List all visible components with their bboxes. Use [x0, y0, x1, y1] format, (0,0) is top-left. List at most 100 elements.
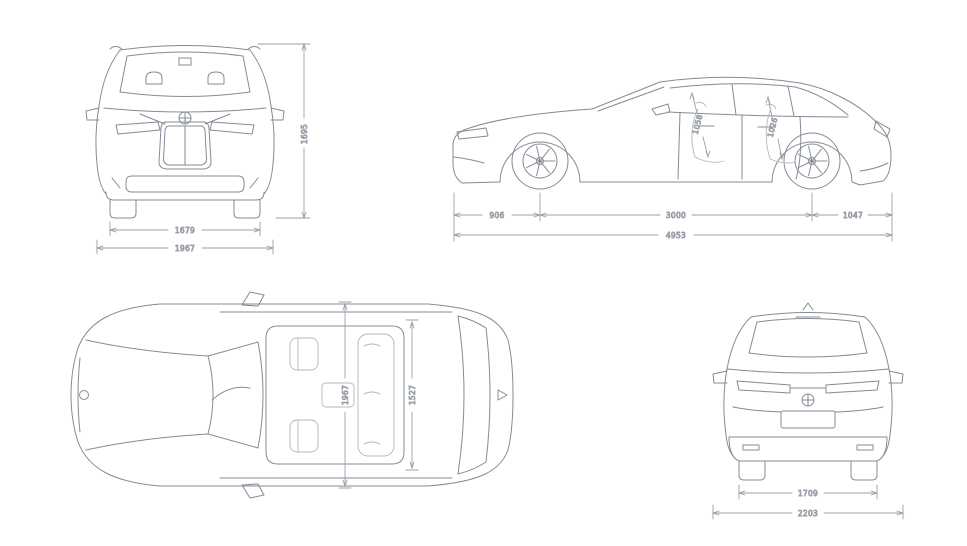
side-view-dimensions: 1058 1026 906 3000 1047 4953	[452, 91, 894, 242]
front-view-dimensions: 1695 1679 1967	[95, 42, 311, 255]
arrow	[95, 245, 275, 251]
front-roof	[119, 45, 251, 51]
headrest-right	[207, 71, 225, 85]
top-view: 1967 1527	[70, 291, 514, 499]
fog-slots	[111, 177, 259, 189]
front-wheels	[109, 199, 261, 219]
front-wheel	[511, 132, 569, 190]
front-height-label: 1695	[300, 124, 309, 144]
cowl-line	[103, 107, 267, 113]
taillight	[873, 120, 891, 138]
front-view: 1695 1679 1967	[85, 42, 311, 255]
top-view-drawing	[70, 291, 514, 499]
windshield-top	[207, 341, 264, 449]
rear-view: 1709 2203	[711, 302, 905, 520]
tailgate-crease	[732, 406, 884, 413]
rear-bumper	[728, 436, 888, 462]
front-bumper-line	[77, 357, 81, 433]
taillight-left	[736, 380, 791, 394]
front-overhang-label: 906	[489, 211, 504, 220]
top-outline	[70, 303, 514, 487]
front-wheel-arch	[499, 141, 581, 183]
interior-height-front-label: 1058	[691, 113, 705, 135]
beltline	[726, 368, 890, 374]
top-seats	[289, 333, 395, 457]
arrow	[409, 320, 415, 470]
sill	[461, 181, 861, 186]
door-lines	[677, 112, 802, 180]
top-view-dimensions: 1967 1527	[338, 301, 419, 489]
license-plate	[780, 410, 836, 429]
windshield	[119, 51, 251, 97]
mirror-right	[241, 483, 265, 499]
rear-window	[457, 315, 491, 475]
bmw-roundel-icon	[178, 111, 192, 125]
rear-wheels	[738, 460, 878, 481]
pillars	[731, 83, 795, 117]
arrow	[711, 510, 905, 516]
front-track-label: 1679	[175, 226, 195, 235]
bmw-roundel-icon	[801, 393, 815, 407]
rear-width-mirrors-label: 2203	[798, 509, 818, 518]
side-outline	[452, 76, 892, 186]
reflectors	[742, 444, 874, 451]
side-view: 1058 1026 906 3000 1047 4953	[452, 76, 894, 242]
taillight-right	[825, 380, 880, 394]
hood-creases	[139, 113, 231, 125]
arrow	[342, 302, 348, 488]
headrest-left	[145, 71, 163, 85]
side-mirrors	[85, 107, 285, 121]
arrow	[689, 91, 711, 159]
mirror-left	[241, 291, 265, 307]
wheel-spokes	[798, 145, 828, 177]
top-overall-width-label: 1967	[341, 385, 350, 405]
a-pillar	[597, 86, 665, 112]
side-mirrors	[712, 370, 904, 384]
center-console	[321, 382, 355, 408]
roof-rails	[219, 311, 453, 479]
door-handles	[697, 125, 775, 128]
antenna-fin	[497, 389, 508, 401]
hood-lines	[85, 339, 209, 451]
rear-wheel-arch	[771, 141, 853, 183]
side-view-drawing	[452, 76, 892, 190]
arrow	[301, 42, 307, 220]
rear-overhang-label: 1047	[843, 211, 863, 220]
lower-air-intake	[125, 175, 245, 193]
beltline	[667, 111, 849, 118]
arrow	[108, 227, 262, 233]
side-mirror	[651, 103, 671, 116]
interior-seats	[691, 102, 797, 164]
kidney-grille	[158, 121, 212, 170]
headlight	[456, 127, 489, 140]
bumper-crease	[453, 156, 485, 164]
front-roof-rail-right	[247, 46, 261, 50]
front-roof-rail-left	[109, 46, 123, 50]
wiper	[211, 386, 251, 401]
wheel-flares	[725, 434, 891, 460]
headlight-left	[115, 121, 161, 135]
panoramic-roof	[265, 325, 405, 465]
rearview-mirror	[178, 57, 192, 66]
arrow	[737, 490, 879, 496]
headlight-right	[209, 121, 255, 135]
wheel-spokes	[526, 145, 556, 177]
front-bumper	[105, 191, 265, 201]
overall-length-label: 4953	[666, 231, 686, 240]
arrow	[810, 212, 894, 218]
rear-track-label: 1709	[798, 489, 818, 498]
rear-window	[748, 318, 868, 358]
rear-wheel	[783, 132, 841, 190]
top-interior-width-label: 1527	[408, 385, 417, 405]
arrow	[452, 232, 894, 238]
window-top	[669, 83, 849, 116]
wheelbase-label: 3000	[666, 211, 686, 220]
arrow	[765, 95, 785, 161]
rear-bumper-crease	[859, 162, 889, 172]
antenna-fin	[802, 302, 814, 311]
rear-view-drawing	[712, 302, 904, 481]
rear-roof	[750, 312, 866, 318]
front-view-drawing	[85, 45, 285, 219]
rear-view-dimensions: 1709 2203	[711, 484, 905, 520]
